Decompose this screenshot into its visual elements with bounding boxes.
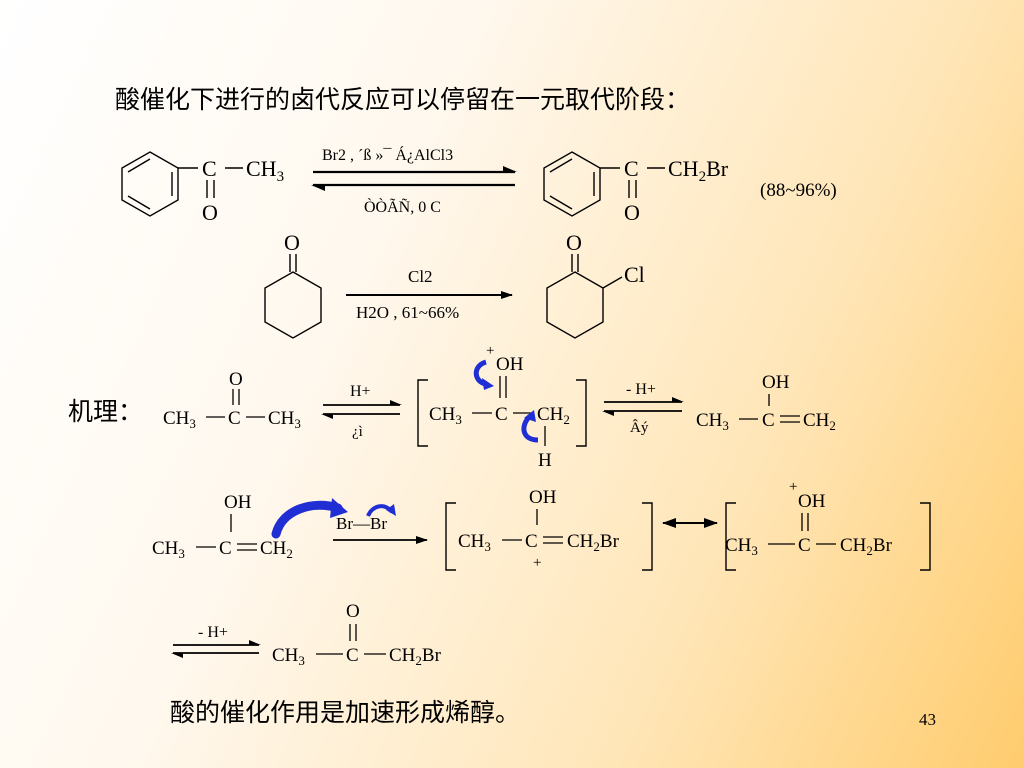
svg-text:O: O [624, 200, 640, 225]
svg-text:C: C [762, 410, 775, 431]
step3-top: Br—Br [336, 514, 387, 533]
svg-text:OH: OH [529, 487, 557, 508]
svg-text:C: C [798, 535, 811, 556]
svg-text:CH3: CH3 [246, 156, 284, 185]
svg-text:C: C [495, 404, 508, 425]
svg-text:CH2Br: CH2Br [389, 645, 442, 668]
step1-bottom: ¿ì [352, 424, 363, 440]
svg-text:CH2Br: CH2Br [840, 535, 893, 558]
svg-text:O: O [202, 200, 218, 225]
svg-text:CH2: CH2 [803, 410, 836, 433]
svg-text:OH: OH [496, 354, 524, 375]
cyclohexanone [264, 254, 322, 339]
bromoacetone: CH3 C CH2Br O [272, 601, 442, 668]
step2-bottom: Âý [630, 419, 649, 436]
enol: CH3 C CH2 OH [696, 372, 836, 433]
svg-text:OH: OH [762, 372, 790, 393]
svg-text:CH3: CH3 [696, 410, 729, 433]
reaction1-reagent-bottom: ÒÒÃÑ, 0 C [364, 197, 441, 216]
protonation-arrows [321, 400, 402, 419]
protonated-bromoketone: CH3 C CH2Br OH + [725, 479, 931, 571]
svg-text:CH3: CH3 [458, 531, 491, 554]
svg-text:CH3: CH3 [268, 408, 301, 431]
svg-text:C: C [228, 408, 241, 429]
svg-text:+: + [533, 555, 541, 571]
equilibrium-arrow-1 [311, 166, 517, 191]
mechanism-label: 机理： [68, 397, 144, 426]
final-deprotonation-arrows [171, 640, 261, 658]
svg-text:C: C [346, 645, 359, 666]
reaction2-reagent-top: Cl2 [408, 267, 433, 286]
svg-text:C: C [219, 538, 232, 559]
svg-text:CH3: CH3 [725, 535, 758, 558]
svg-text:C: C [624, 156, 639, 181]
bromo-carbocation: CH3 C CH2Br OH + [445, 487, 653, 571]
svg-text:CH2Br: CH2Br [668, 156, 729, 185]
step2-top: - H+ [626, 381, 656, 398]
svg-text:O: O [284, 230, 300, 255]
protonated-acetone: CH3 C CH2 OH + H [417, 343, 587, 471]
chlorocyclohexanone [546, 254, 623, 339]
svg-text:H: H [538, 450, 552, 471]
reaction1-reagent-top: Br2 , ´ß »¯ Á¿AlCl3 [322, 145, 453, 164]
svg-text:O: O [346, 601, 360, 622]
svg-text:CH2: CH2 [260, 538, 293, 561]
svg-text:O: O [229, 369, 243, 390]
svg-text:C: C [202, 156, 217, 181]
step1-top: H+ [350, 383, 371, 400]
bromoacetophenone [543, 151, 665, 217]
svg-text:CH2Br: CH2Br [567, 531, 620, 554]
page-number: 43 [919, 710, 936, 729]
acetone: CH3 C CH3 O [163, 369, 301, 431]
reaction1-yield: (88~96%) [760, 180, 837, 201]
svg-text:Cl: Cl [624, 262, 645, 287]
svg-text:CH3: CH3 [429, 404, 462, 427]
acetophenone [121, 151, 243, 217]
svg-text:CH3: CH3 [163, 408, 196, 431]
svg-text:OH: OH [224, 492, 252, 513]
enol-attacking: CH3 C CH2 OH [152, 492, 396, 561]
svg-text:CH3: CH3 [272, 645, 305, 668]
svg-text:O: O [566, 230, 582, 255]
deprotonation-arrows [602, 397, 684, 416]
svg-text:CH3: CH3 [152, 538, 185, 561]
svg-text:+: + [789, 479, 797, 495]
conclusion-text: 酸的催化作用是加速形成烯醇。 [170, 698, 521, 727]
step4-top: - H+ [198, 624, 228, 641]
reaction2-reagent-bottom: H2O , 61~66% [356, 303, 459, 322]
svg-text:OH: OH [798, 491, 826, 512]
slide-title: 酸催化下进行的卤代反应可以停留在一元取代阶段： [115, 85, 691, 114]
svg-text:+: + [486, 343, 494, 359]
svg-text:C: C [525, 531, 538, 552]
svg-text:CH2: CH2 [537, 404, 570, 427]
